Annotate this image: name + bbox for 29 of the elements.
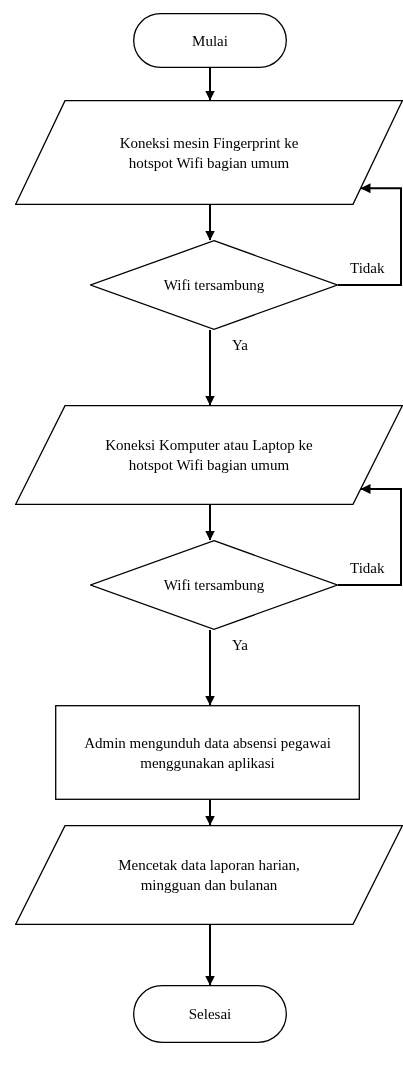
edge-label: Tidak <box>350 561 385 576</box>
decision-diamond <box>90 240 338 330</box>
node-text: Admin mengunduh data absensi pegawai menggunakan aplikasi <box>83 733 332 773</box>
edge-label: Ya <box>232 638 248 653</box>
arrow <box>337 484 402 586</box>
arrow <box>205 67 215 101</box>
node-text: Wifi tersambung <box>163 276 265 295</box>
edge-label: Tidak <box>350 261 385 276</box>
process-box <box>55 705 360 800</box>
terminator <box>133 13 287 68</box>
arrow <box>205 629 215 706</box>
node-text: Mulai <box>192 31 228 51</box>
arrow <box>337 183 402 286</box>
node-text: Koneksi Komputer atau Laptop ke hotspot Wifi bagian umum <box>104 436 314 475</box>
arrow <box>205 924 215 986</box>
input-output-parallelogram <box>15 100 403 205</box>
node-text: Wifi tersambung <box>163 576 265 595</box>
node-text: Koneksi mesin Fingerprint ke hotspot Wifi bagian umum <box>118 133 300 173</box>
arrow <box>205 799 215 826</box>
arrow <box>205 329 215 406</box>
edge-label: Ya <box>232 338 248 353</box>
input-output-parallelogram <box>15 405 403 505</box>
node-text: Selesai <box>188 1005 232 1024</box>
input-output-parallelogram <box>15 825 403 925</box>
terminator <box>133 985 287 1043</box>
decision-diamond <box>90 540 338 630</box>
arrow <box>205 204 215 241</box>
node-text: Mencetak data laporan harian, mingguan dan bulanan <box>117 856 301 895</box>
arrow <box>205 504 215 541</box>
